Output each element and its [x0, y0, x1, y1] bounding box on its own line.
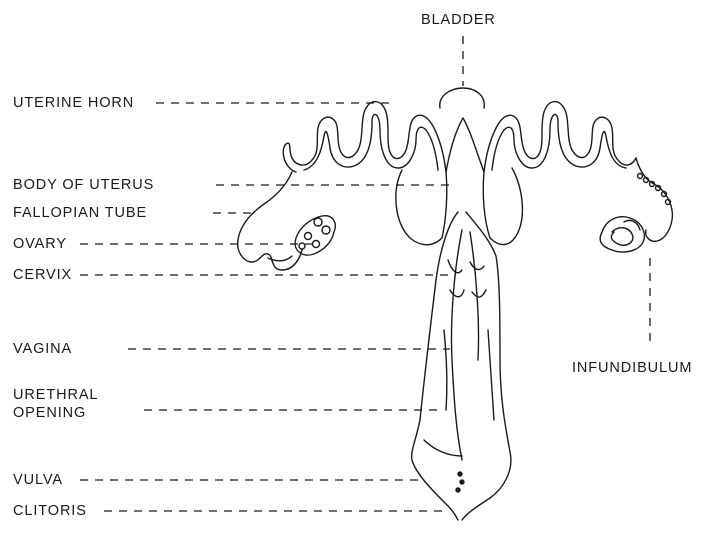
uterine-horn-right — [484, 102, 636, 172]
label-ovary: OVARY — [13, 236, 67, 253]
label-vulva: VULVA — [13, 472, 63, 489]
uterus-body-right-lobe — [483, 168, 522, 245]
label-urethral-opening-line1: URETHRAL — [13, 386, 98, 404]
label-fallopian-tube: FALLOPIAN TUBE — [13, 205, 147, 222]
vaginal-canal — [412, 212, 458, 520]
label-vagina: VAGINA — [13, 341, 72, 358]
label-cervix: CERVIX — [13, 267, 72, 284]
infundibulum-shape — [600, 217, 644, 252]
fallopian-tube-left — [238, 172, 302, 270]
label-clitoris: CLITORIS — [13, 503, 87, 520]
label-urethral-opening: URETHRAL OPENING — [13, 386, 98, 422]
uterus-body-left-lobe — [396, 170, 447, 245]
bladder-shape — [440, 88, 484, 108]
label-infundibulum: INFUNDIBULUM — [572, 360, 692, 377]
label-body-of-uterus: BODY OF UTERUS — [13, 177, 154, 194]
uterine-horn-left — [283, 102, 446, 172]
uterine-horn-left-inner — [304, 114, 438, 170]
label-bladder: BLADDER — [421, 12, 496, 29]
uterine-horn-right-inner — [492, 114, 626, 170]
label-uterine-horn: UTERINE HORN — [13, 95, 134, 112]
label-urethral-opening-line2: OPENING — [13, 404, 98, 422]
uterine-horn-center — [446, 118, 484, 172]
